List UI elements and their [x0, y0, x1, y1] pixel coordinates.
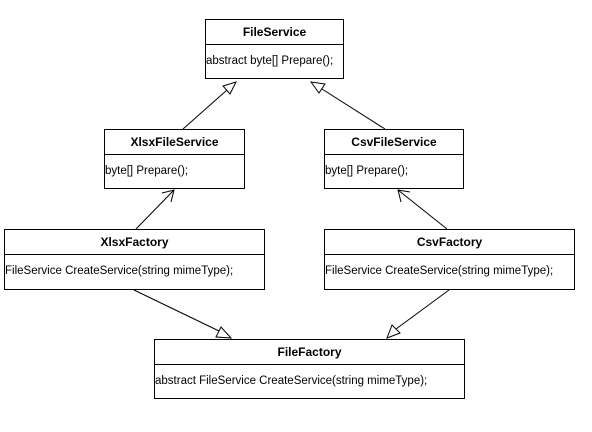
inheritance-arrowhead: [222, 81, 237, 95]
class-method: byte[] Prepare();: [105, 165, 189, 177]
inheritance-arrowhead: [215, 326, 233, 339]
class-xlsxfactory: XlsxFactory FileService CreateService(st…: [4, 229, 265, 290]
inheritance-arrowhead: [386, 324, 401, 339]
edge-xlsxfactory-to-xlsxfileservice: [135, 189, 175, 230]
class-method: abstract byte[] Prepare();: [206, 55, 334, 67]
edge-xlsxfileservice-to-fileservice: [182, 81, 237, 130]
class-name: XlsxFileService: [105, 130, 244, 155]
class-method: abstract FileService CreateService(strin…: [155, 375, 428, 387]
class-xlsxfileservice: XlsxFileService byte[] Prepare();: [104, 129, 245, 189]
class-name: XlsxFactory: [5, 230, 264, 255]
edge-xlsxfactory-to-filefactory: [133, 289, 233, 339]
association-arrowhead: [161, 189, 175, 203]
class-name: CsvFactory: [325, 230, 574, 255]
class-fileservice: FileService abstract byte[] Prepare();: [205, 19, 344, 79]
inheritance-arrowhead: [309, 81, 326, 94]
class-name: FileFactory: [155, 340, 464, 365]
class-csvfactory: CsvFactory FileService CreateService(str…: [324, 229, 575, 290]
class-method: FileService CreateService(string mimeTyp…: [325, 265, 554, 277]
class-name: FileService: [206, 20, 343, 45]
class-name: CsvFileService: [325, 130, 463, 155]
edge-csvfactory-to-filefactory: [386, 289, 450, 339]
edge-csvfileservice-to-fileservice: [309, 81, 386, 130]
class-filefactory: FileFactory abstract FileService CreateS…: [154, 339, 465, 399]
class-method: FileService CreateService(string mimeTyp…: [5, 265, 234, 277]
class-method: byte[] Prepare();: [325, 165, 409, 177]
edge-csvfactory-to-csvfileservice: [397, 189, 448, 230]
class-csvfileservice: CsvFileService byte[] Prepare();: [324, 129, 464, 189]
association-arrowhead: [397, 189, 411, 203]
